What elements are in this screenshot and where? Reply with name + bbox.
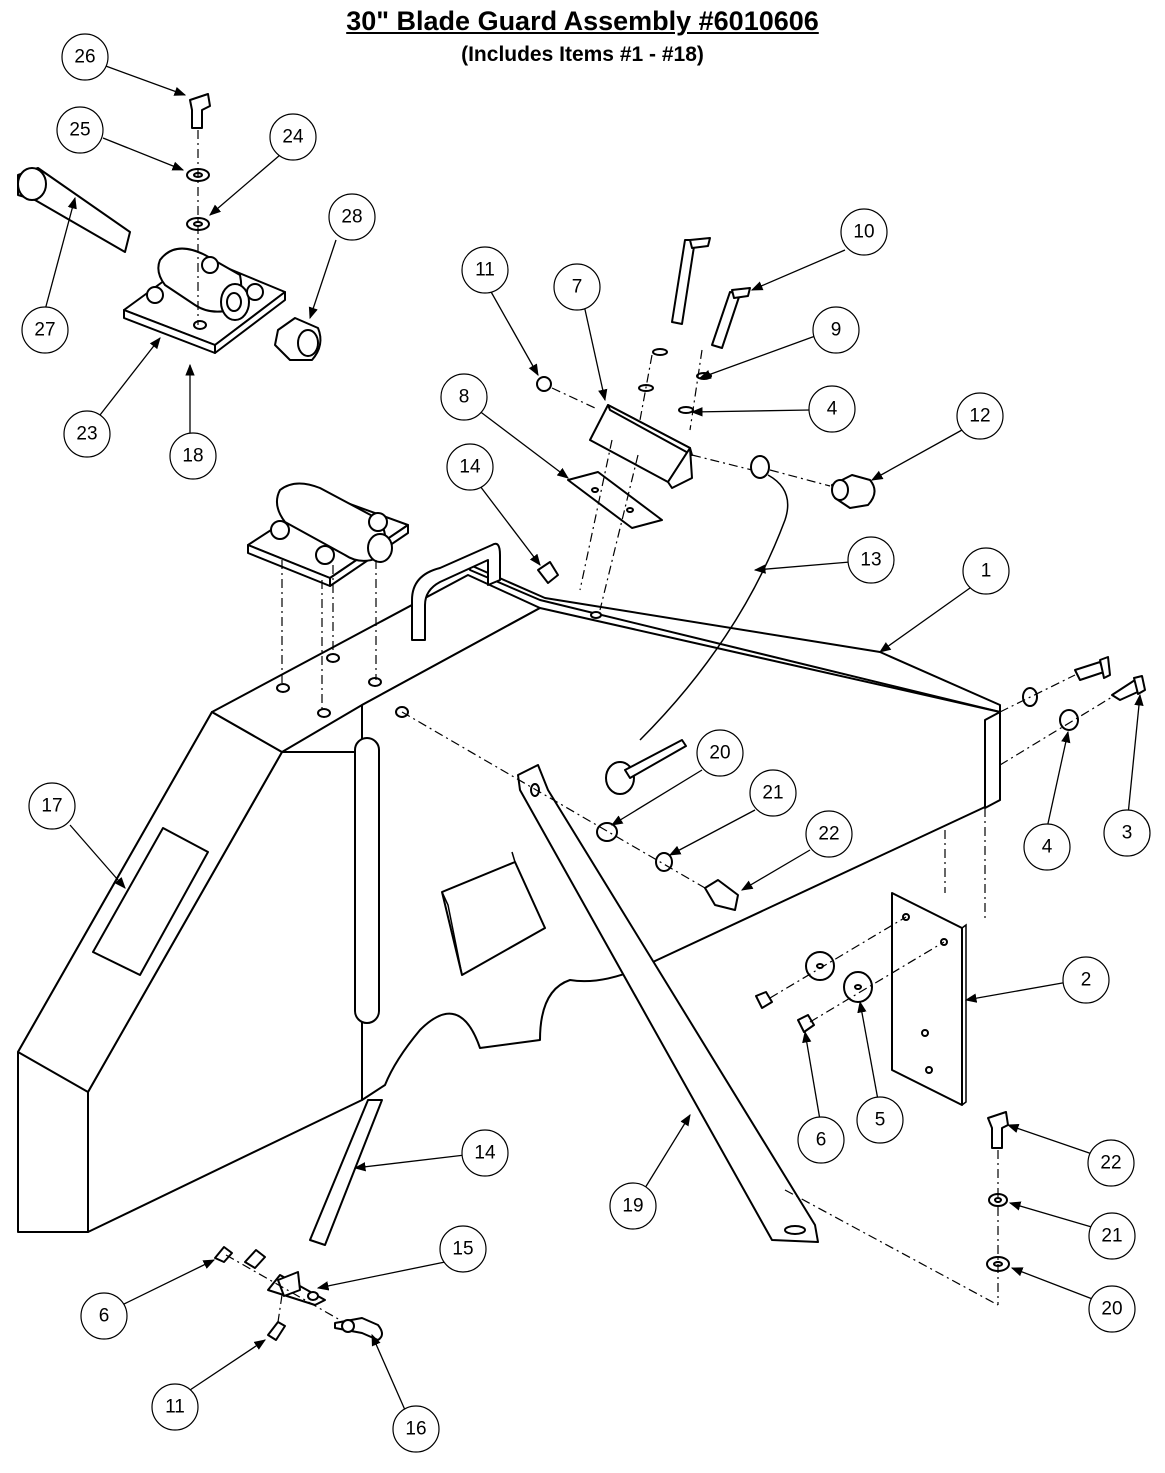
callout-9: 9	[812, 306, 860, 354]
svg-text:6: 6	[816, 1130, 827, 1151]
diagram-subtitle: (Includes Items #1 - #18)	[461, 43, 704, 66]
callout-25: 25	[56, 106, 104, 154]
callout-bubbles: 26 25 24 27 28 23 18 11 7 10 9 8 4 12 14…	[21, 33, 1151, 1453]
latch-assembly	[536, 237, 753, 611]
svg-text:9: 9	[831, 320, 842, 341]
lanyard-cable	[605, 455, 876, 795]
callout-11: 11	[461, 246, 509, 294]
svg-text:6: 6	[99, 1306, 110, 1327]
svg-text:22: 22	[818, 824, 839, 845]
callout-21-lower: 21	[1088, 1212, 1136, 1260]
callout-16: 16	[392, 1405, 440, 1453]
callout-7: 7	[553, 263, 601, 311]
svg-text:11: 11	[475, 260, 495, 281]
callout-14-lower: 14	[461, 1129, 509, 1177]
svg-text:28: 28	[341, 207, 362, 228]
svg-text:5: 5	[875, 1110, 886, 1131]
mounting-plate	[891, 892, 967, 1106]
callout-4-right: 4	[1023, 823, 1071, 871]
callout-8: 8	[440, 373, 488, 421]
callout-28: 28	[328, 193, 376, 241]
callout-5: 5	[856, 1096, 904, 1144]
svg-text:15: 15	[452, 1239, 473, 1260]
svg-text:19: 19	[622, 1196, 643, 1217]
callout-15: 15	[439, 1225, 487, 1273]
callout-24: 24	[269, 113, 317, 161]
svg-text:12: 12	[969, 406, 990, 427]
svg-text:14: 14	[474, 1143, 496, 1164]
callout-21: 21	[749, 769, 797, 817]
callout-26: 26	[61, 33, 109, 81]
svg-text:11: 11	[165, 1397, 185, 1418]
svg-text:23: 23	[76, 424, 97, 445]
svg-text:4: 4	[1042, 837, 1053, 858]
svg-text:17: 17	[41, 796, 62, 817]
callout-6-lower: 6	[80, 1292, 128, 1340]
callout-19: 19	[609, 1182, 657, 1230]
svg-text:18: 18	[182, 446, 203, 467]
hinge-assembly-top	[17, 93, 322, 361]
diagram-title: 30" Blade Guard Assembly #6010606	[346, 6, 819, 36]
svg-text:7: 7	[572, 277, 583, 298]
svg-text:8: 8	[459, 387, 470, 408]
right-hardware	[401, 656, 1146, 1306]
blade-guard-housing	[17, 542, 1001, 1233]
svg-text:4: 4	[827, 399, 838, 420]
svg-text:22: 22	[1100, 1153, 1121, 1174]
svg-text:3: 3	[1122, 823, 1133, 844]
callout-10: 10	[840, 208, 888, 256]
svg-text:24: 24	[282, 127, 304, 148]
support-strap	[517, 764, 819, 1243]
svg-text:10: 10	[853, 222, 874, 243]
callout-20-lower: 20	[1088, 1285, 1136, 1333]
svg-text:20: 20	[1101, 1299, 1122, 1320]
svg-text:1: 1	[981, 561, 992, 582]
svg-text:26: 26	[74, 47, 95, 68]
svg-text:27: 27	[34, 320, 55, 341]
leader-lines	[44, 64, 1144, 1411]
svg-text:13: 13	[860, 550, 881, 571]
svg-text:2: 2	[1081, 970, 1092, 991]
callout-20: 20	[696, 729, 744, 777]
callout-17: 17	[28, 782, 76, 830]
callout-13: 13	[847, 536, 895, 584]
callout-27: 27	[21, 306, 69, 354]
callout-4: 4	[808, 385, 856, 433]
svg-text:25: 25	[69, 120, 90, 141]
bottom-left-hardware	[214, 1099, 383, 1341]
svg-text:21: 21	[762, 783, 783, 804]
callout-12: 12	[956, 392, 1004, 440]
callout-22: 22	[805, 810, 853, 858]
callout-18: 18	[169, 432, 217, 480]
svg-text:20: 20	[709, 743, 730, 764]
callout-2: 2	[1062, 956, 1110, 1004]
callout-3: 3	[1103, 809, 1151, 857]
svg-text:14: 14	[459, 457, 481, 478]
callout-23: 23	[63, 410, 111, 458]
hinge-assembly-18	[247, 482, 409, 710]
callout-14: 14	[446, 443, 494, 491]
svg-text:21: 21	[1101, 1226, 1122, 1247]
callout-1: 1	[962, 547, 1010, 595]
callout-6: 6	[797, 1116, 845, 1164]
callout-22-lower: 22	[1087, 1139, 1135, 1187]
svg-text:16: 16	[405, 1419, 426, 1440]
callout-11-lower: 11	[151, 1383, 199, 1431]
